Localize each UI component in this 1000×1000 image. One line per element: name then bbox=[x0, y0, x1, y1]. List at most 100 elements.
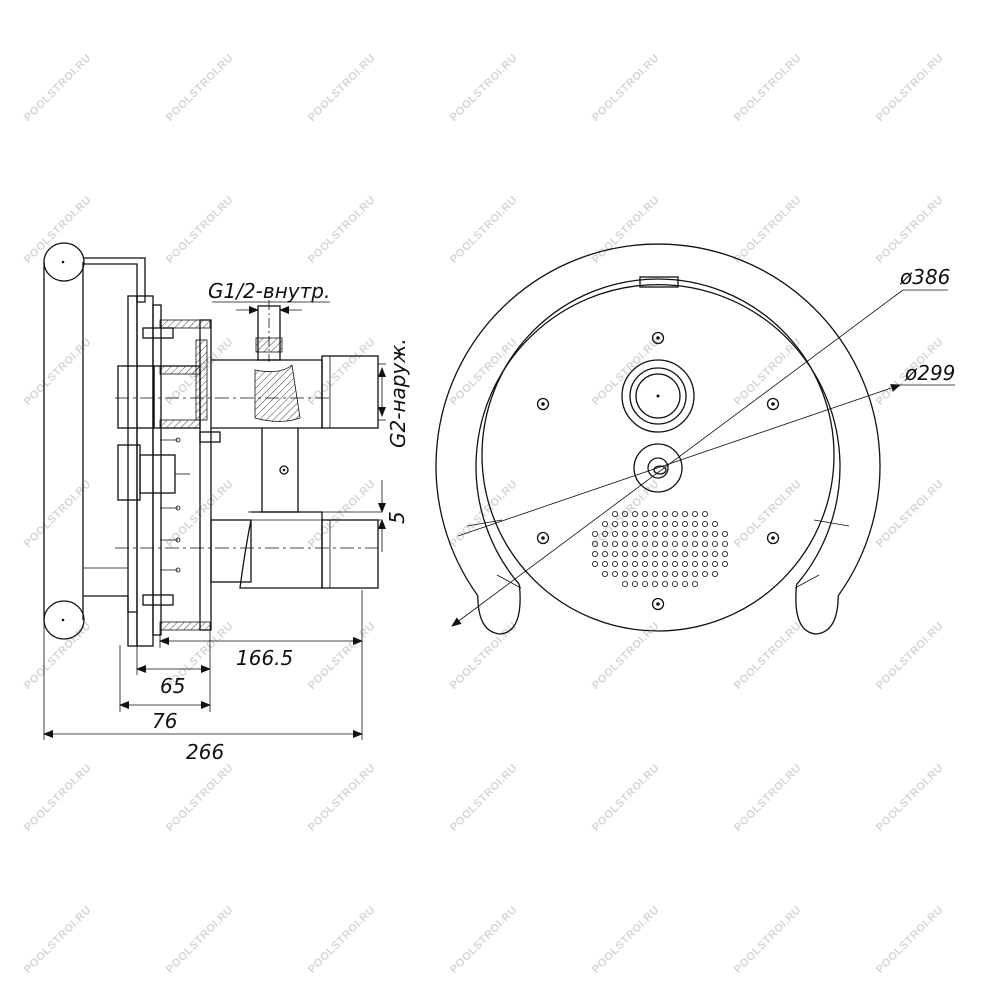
dia-inner-label: ø299 bbox=[904, 361, 955, 385]
grille-hole bbox=[632, 541, 639, 548]
face-screws bbox=[536, 331, 780, 611]
screw-head bbox=[766, 397, 780, 411]
screw-center bbox=[541, 536, 545, 540]
grille-hole bbox=[642, 571, 649, 578]
grille-hole bbox=[662, 551, 669, 558]
grille-hole bbox=[672, 510, 679, 517]
watermark-text: POOLSTROI.RU bbox=[306, 52, 378, 124]
grille-hole bbox=[612, 521, 619, 528]
thread-inner-callout: G1/2-внутр. bbox=[208, 279, 330, 314]
grille-hole bbox=[682, 551, 689, 558]
grille-hole bbox=[712, 561, 719, 568]
watermark-text: POOLSTROI.RU bbox=[306, 194, 378, 266]
dim-65-label: 65 bbox=[160, 674, 185, 698]
watermark-text: POOLSTROI.RU bbox=[306, 478, 378, 550]
grille-hole bbox=[672, 531, 679, 538]
upper-nozzle bbox=[115, 300, 379, 429]
watermark-text: POOLSTROI.RU bbox=[732, 52, 804, 124]
grille-hole bbox=[722, 531, 729, 538]
grille-hole bbox=[622, 510, 629, 517]
grille-hole bbox=[592, 531, 599, 538]
watermark-text: POOLSTROI.RU bbox=[590, 52, 662, 124]
screw-center bbox=[541, 402, 545, 406]
grille-hole bbox=[722, 541, 729, 548]
grille-hole bbox=[632, 571, 639, 578]
grille-hole bbox=[722, 551, 729, 558]
grille-hole bbox=[662, 561, 669, 568]
grille-hole bbox=[672, 521, 679, 528]
screw-head bbox=[536, 397, 550, 411]
watermark-text: POOLSTROI.RU bbox=[22, 52, 94, 124]
watermark-text: POOLSTROI.RU bbox=[448, 478, 520, 550]
watermark-text: POOLSTROI.RU bbox=[448, 52, 520, 124]
screw-head bbox=[651, 331, 665, 345]
grille-hole bbox=[612, 531, 619, 538]
screw-center bbox=[656, 602, 660, 606]
face-plate bbox=[481, 278, 835, 632]
grille-hole bbox=[602, 561, 609, 568]
grille-hole bbox=[652, 561, 659, 568]
dim-166-label: 166.5 bbox=[236, 646, 293, 670]
grille-hole bbox=[642, 561, 649, 568]
grille-hole bbox=[682, 531, 689, 538]
grille-hole bbox=[642, 551, 649, 558]
grille-hole bbox=[622, 541, 629, 548]
grille-hole bbox=[702, 521, 709, 528]
screw-center bbox=[771, 402, 775, 406]
grille-hole bbox=[692, 541, 699, 548]
grille-hole bbox=[622, 531, 629, 538]
grille-hole bbox=[622, 551, 629, 558]
watermark-text: POOLSTROI.RU bbox=[732, 762, 804, 834]
watermark-text: POOLSTROI.RU bbox=[874, 620, 946, 692]
grille-hole bbox=[702, 571, 709, 578]
watermark-text: POOLSTROI.RU bbox=[306, 762, 378, 834]
screw-head bbox=[651, 597, 665, 611]
dim-gap-label: 5 bbox=[385, 511, 409, 524]
grille-hole bbox=[662, 521, 669, 528]
grille-hole bbox=[632, 551, 639, 558]
grille-hole bbox=[652, 581, 659, 588]
grille-hole bbox=[692, 531, 699, 538]
suction-grille bbox=[592, 510, 729, 588]
grille-hole bbox=[712, 521, 719, 528]
watermark-text: POOLSTROI.RU bbox=[732, 620, 804, 692]
grille-hole bbox=[662, 510, 669, 517]
grille-hole bbox=[692, 551, 699, 558]
dim-76-label: 76 bbox=[152, 709, 177, 733]
grille-hole bbox=[652, 531, 659, 538]
grille-hole bbox=[672, 561, 679, 568]
grille-hole bbox=[642, 541, 649, 548]
grille-hole bbox=[702, 551, 709, 558]
grille-hole bbox=[682, 571, 689, 578]
grille-hole bbox=[592, 561, 599, 568]
watermark-text: POOLSTROI.RU bbox=[590, 478, 662, 550]
grille-hole bbox=[632, 561, 639, 568]
watermark-text: POOLSTROI.RU bbox=[164, 52, 236, 124]
grille-hole bbox=[612, 510, 619, 517]
grille-hole bbox=[712, 571, 719, 578]
grille-hole bbox=[632, 510, 639, 517]
screw-head bbox=[766, 531, 780, 545]
grille-hole bbox=[622, 571, 629, 578]
watermark-text: POOLSTROI.RU bbox=[874, 904, 946, 976]
watermark-text: POOLSTROI.RU bbox=[874, 52, 946, 124]
grille-hole bbox=[692, 561, 699, 568]
thread-outer-label: G2-наруж. bbox=[386, 338, 410, 448]
grille-hole bbox=[592, 541, 599, 548]
watermark-text: POOLSTROI.RU bbox=[448, 336, 520, 408]
grille-hole bbox=[612, 571, 619, 578]
grille-hole bbox=[682, 541, 689, 548]
grille-hole bbox=[632, 581, 639, 588]
side-view: G1/2-внутр. G2-наруж. 5 166.5 65 bbox=[43, 242, 410, 764]
grille-hole bbox=[692, 521, 699, 528]
grille-hole bbox=[652, 541, 659, 548]
grille-hole bbox=[672, 581, 679, 588]
grille-hole bbox=[662, 581, 669, 588]
watermark-text: POOLSTROI.RU bbox=[22, 762, 94, 834]
watermark-text: POOLSTROI.RU bbox=[22, 904, 94, 976]
grille-hole bbox=[702, 531, 709, 538]
grille-hole bbox=[652, 551, 659, 558]
dim-266-label: 266 bbox=[186, 740, 224, 764]
watermark-text: POOLSTROI.RU bbox=[164, 762, 236, 834]
grille-hole bbox=[682, 561, 689, 568]
